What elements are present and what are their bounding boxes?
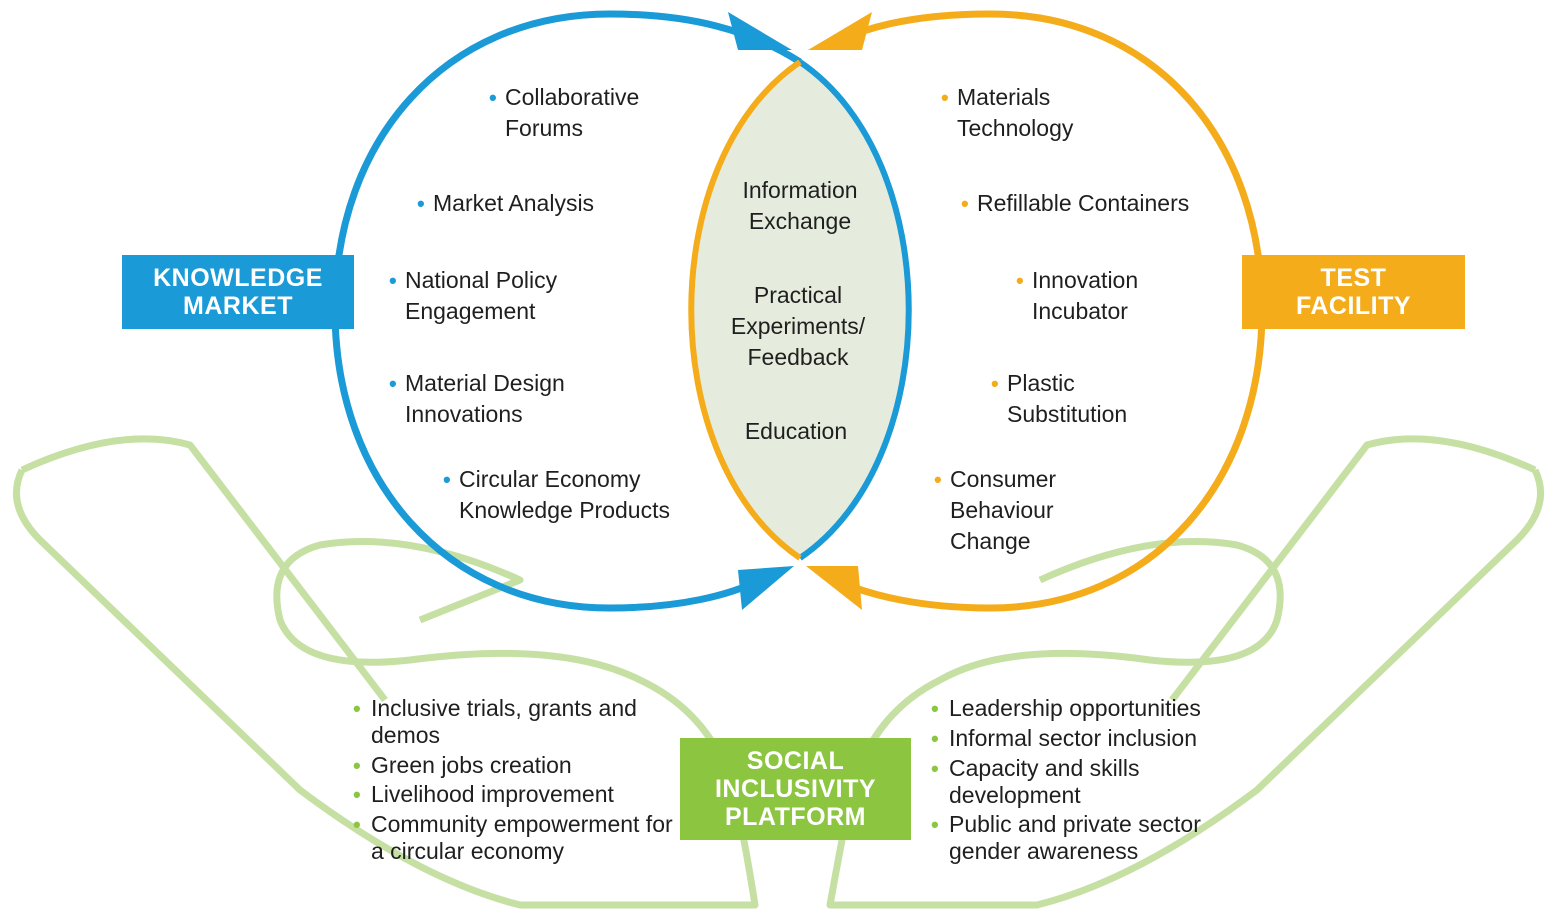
bullet-icon: • xyxy=(931,756,939,781)
bullet-icon: • xyxy=(443,467,451,492)
orange-arrow-top xyxy=(808,12,872,50)
center-item: Practical Experiments/ Feedback xyxy=(730,282,866,370)
knowledge-market-lens-arc xyxy=(798,59,912,561)
test-facility-item: • Materials Technology xyxy=(941,84,1074,141)
hands-outline xyxy=(12,435,1545,909)
social-left-item: • Livelihood improvement xyxy=(353,781,614,807)
bullet-icon: • xyxy=(931,812,939,837)
social-right-item: • Informal sector inclusion xyxy=(931,725,1197,751)
overlap-lens xyxy=(691,62,909,558)
social-right-item: • Leadership opportunities xyxy=(931,695,1201,721)
bullet-icon: • xyxy=(353,782,361,807)
center-item: Information Exchange xyxy=(742,177,858,234)
knowledge-market-item: • Material Design Innovations xyxy=(389,370,565,427)
test-facility-label: TEST FACILITY xyxy=(1295,264,1412,320)
knowledge-market-item: • Circular Economy Knowledge Products xyxy=(443,466,670,523)
social-left-item: • Green jobs creation xyxy=(353,752,572,778)
test-facility-label-box: TEST FACILITY xyxy=(1242,255,1465,329)
center-item: Education xyxy=(744,418,848,444)
knowledge-market-item: • Collaborative Forums xyxy=(489,84,640,141)
bullet-icon: • xyxy=(389,371,397,396)
bullet-icon: • xyxy=(931,726,939,751)
bullet-icon: • xyxy=(353,696,361,721)
bullet-icon: • xyxy=(934,467,942,492)
orange-arrow-bottom xyxy=(806,566,862,610)
test-facility-item: • Innovation Incubator xyxy=(1016,267,1139,324)
bullet-icon: • xyxy=(417,191,425,216)
bullet-icon: • xyxy=(389,268,397,293)
right-hand-shape xyxy=(826,435,1545,909)
bullet-icon: • xyxy=(489,85,497,110)
bullet-icon: • xyxy=(931,696,939,721)
social-left-item: • Inclusive trials, grants and demos xyxy=(353,695,637,748)
left-hand-shape xyxy=(12,435,759,909)
bullet-icon: • xyxy=(353,753,361,778)
social-inclusivity-label-box: SOCIAL INCLUSIVITY PLATFORM xyxy=(680,738,911,840)
bullet-icon: • xyxy=(1016,268,1024,293)
knowledge-market-label: KNOWLEDGE MARKET xyxy=(153,264,323,320)
bullet-icon: • xyxy=(353,812,361,837)
test-facility-lens-arc xyxy=(688,59,802,561)
bullet-icon: • xyxy=(941,85,949,110)
social-right-item: • Public and private sector gender aware… xyxy=(931,811,1201,864)
test-facility-item: • Refillable Containers xyxy=(961,188,1227,219)
social-right-item: • Capacity and skills development xyxy=(931,755,1140,808)
knowledge-market-item: • National Policy Engagement xyxy=(389,267,558,324)
test-facility-item: • Plastic Substitution xyxy=(991,370,1128,427)
social-inclusivity-label: SOCIAL INCLUSIVITY PLATFORM xyxy=(714,747,877,831)
social-left-item: • Community empowerment for a circular e… xyxy=(353,811,673,864)
blue-arrow-bottom xyxy=(738,566,794,610)
test-facility-item: • Consumer Behaviour Change xyxy=(934,466,1057,554)
bullet-icon: • xyxy=(991,371,999,396)
blue-arrow-top xyxy=(728,12,792,50)
bullet-icon: • xyxy=(961,191,969,216)
knowledge-market-label-box: KNOWLEDGE MARKET xyxy=(122,255,354,329)
knowledge-market-item: • Market Analysis xyxy=(417,188,653,219)
